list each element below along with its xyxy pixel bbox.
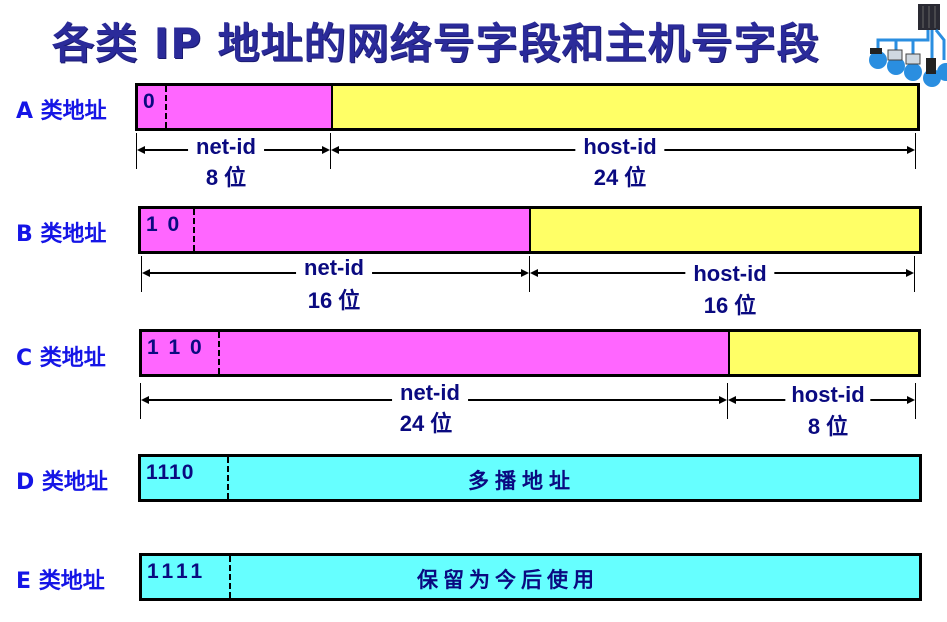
net-id-bits: 16 位 — [307, 288, 361, 313]
multicast-field — [141, 457, 919, 499]
class-b-host-dimension: host-id — [529, 256, 915, 302]
class-c-bar: 1 1 0 — [139, 329, 921, 377]
host-id-bits: 8 位 — [807, 414, 849, 439]
net-id-label: net-id — [392, 379, 468, 407]
host-id-field — [331, 86, 917, 128]
host-id-bits: 24 位 — [593, 165, 647, 190]
host-id-field — [728, 332, 918, 374]
class-d-label: D 类地址 — [16, 470, 108, 495]
host-id-label: host-id — [575, 133, 665, 161]
host-id-label: host-id — [685, 260, 775, 288]
class-a-host-dimension: host-id — [330, 133, 916, 179]
class-prefix-bits: 0 — [143, 90, 157, 113]
host-id-bits: 16 位 — [703, 293, 757, 318]
multicast-address-text: 多播地址 — [468, 469, 576, 493]
host-id-label: host-id — [785, 381, 871, 409]
class-e-label: E 类地址 — [16, 569, 105, 594]
class-prefix-bits: 1111 — [147, 560, 207, 583]
reserved-for-future-text: 保留为今后使用 — [417, 568, 599, 592]
net-id-label: net-id — [296, 254, 372, 282]
prefix-divider — [229, 556, 231, 598]
class-b-label: B 类地址 — [16, 222, 107, 247]
prefix-divider — [193, 209, 195, 251]
prefix-divider — [227, 457, 229, 499]
class-e-bar: 1111 保留为今后使用 — [139, 553, 922, 601]
net-id-label: net-id — [188, 133, 264, 161]
class-a-label: A 类地址 — [16, 99, 107, 124]
net-id-field — [142, 332, 728, 374]
network-servers-icon — [869, 4, 947, 87]
host-id-field — [529, 209, 919, 251]
class-b-bar: 1 0 — [138, 206, 922, 254]
class-prefix-bits: 1 1 0 — [147, 336, 204, 359]
net-id-field — [141, 209, 529, 251]
class-c-host-dimension: host-id — [727, 381, 916, 429]
class-c-label: C 类地址 — [16, 346, 106, 371]
class-a-net-dimension: net-id — [136, 133, 331, 179]
net-id-bits: 24 位 — [399, 411, 453, 436]
class-prefix-bits: 1 0 — [146, 213, 182, 236]
class-c-net-dimension: net-id — [140, 379, 728, 429]
prefix-divider — [165, 86, 167, 128]
net-id-field — [138, 86, 331, 128]
class-d-bar: 1110 多播地址 — [138, 454, 922, 502]
reserved-field — [142, 556, 919, 598]
class-a-bar: 0 — [135, 83, 920, 131]
class-prefix-bits: 1110 — [146, 461, 195, 484]
page-title: 各类 IP 地址的网络号字段和主机号字段 — [52, 19, 820, 68]
net-id-bits: 8 位 — [205, 165, 247, 190]
prefix-divider — [218, 332, 220, 374]
